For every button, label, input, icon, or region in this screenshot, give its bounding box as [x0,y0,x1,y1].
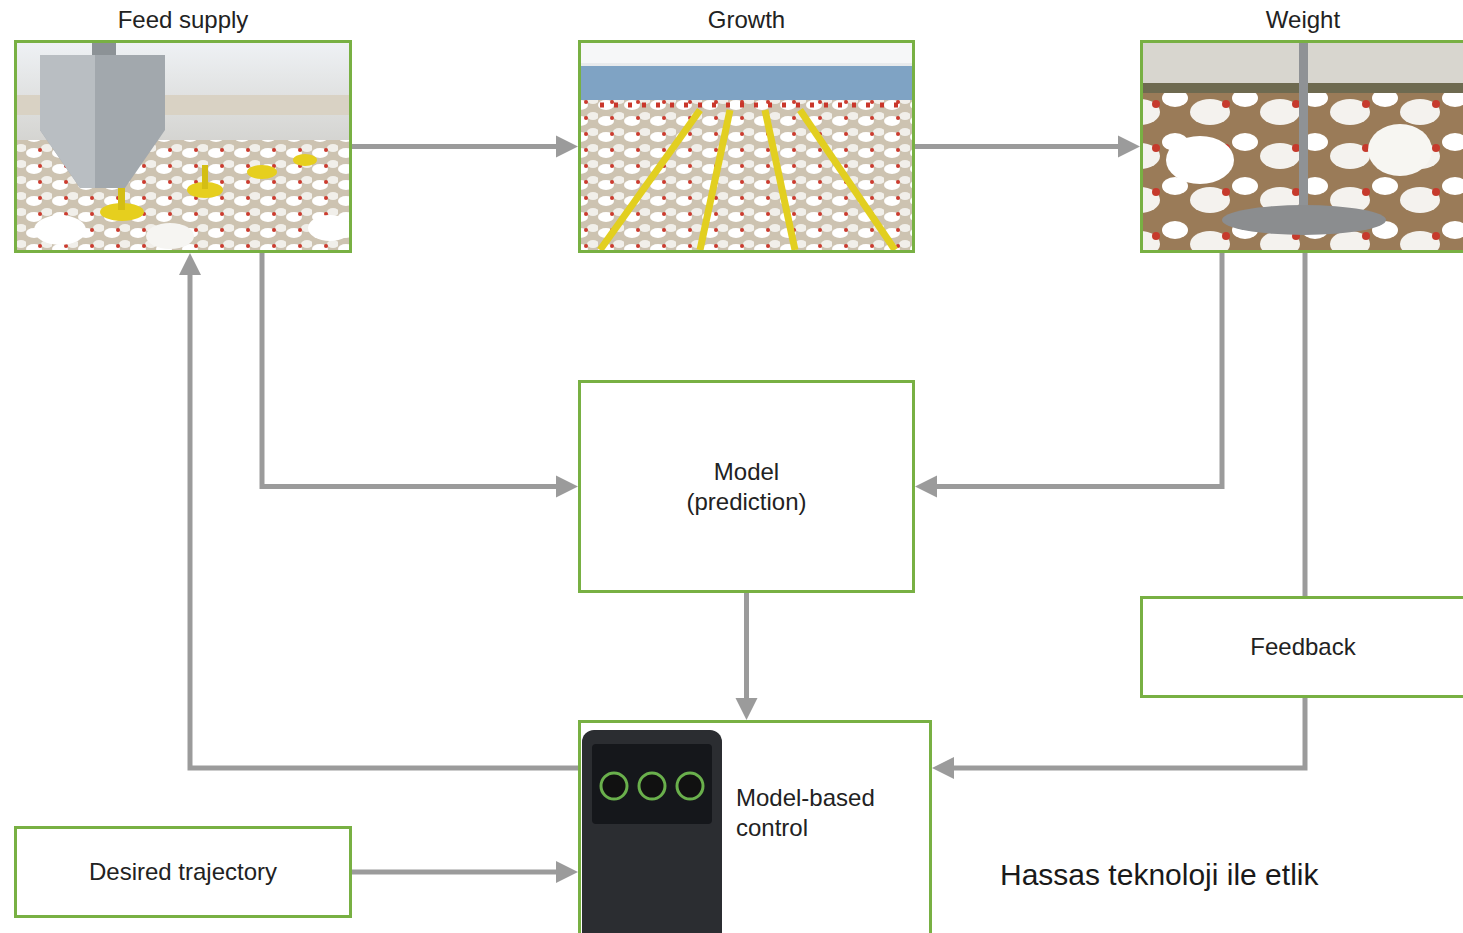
arrow-head [556,136,578,158]
slide-caption: Hassas teknoloji ile etlik [1000,858,1318,892]
box-heading: Feed supply [0,5,389,35]
flow-arrow [1305,253,1306,596]
flow-arrow [915,136,1140,158]
controller-device [582,730,722,933]
process-box: Model (prediction) [578,380,915,593]
process-box: Feedback [1140,596,1463,698]
photo-box: Feed supply [14,40,352,253]
box-label: Feedback [1250,632,1355,662]
photo-box: Weight [1140,40,1463,253]
connector-line [915,144,1120,149]
connector-line [262,253,558,487]
feed-photo [17,43,349,250]
connector-line [352,144,558,149]
flow-arrow [352,136,578,158]
box-heading: Growth [541,5,952,35]
growth-photo [581,43,912,250]
arrow-head [915,476,937,498]
controller-box: Model-based control [578,720,932,933]
connector-line [744,593,749,700]
box-heading: Weight [1103,5,1463,35]
flow-arrow [932,698,1305,779]
arrow-head [736,698,758,720]
flow-arrow [915,253,1222,498]
connector-line [935,253,1222,487]
arrow-head [932,757,954,779]
weight-photo [1143,43,1463,250]
flow-arrow [352,861,578,883]
input-box: Desired trajectory [14,826,352,918]
flow-arrow [736,593,758,720]
connector-line [190,273,578,768]
arrow-head [556,476,578,498]
box-label: Desired trajectory [89,857,277,887]
flow-arrow [262,253,578,498]
arrow-head [1118,136,1140,158]
box-label: Model-based control [736,783,911,843]
arrow-head [556,861,578,883]
arrow-head [179,253,201,275]
connector-line [952,698,1305,768]
flow-arrow [179,253,578,768]
connector-line [1303,253,1308,596]
connector-line [352,870,558,875]
photo-box: Growth [578,40,915,253]
box-label: Model (prediction) [672,457,822,517]
